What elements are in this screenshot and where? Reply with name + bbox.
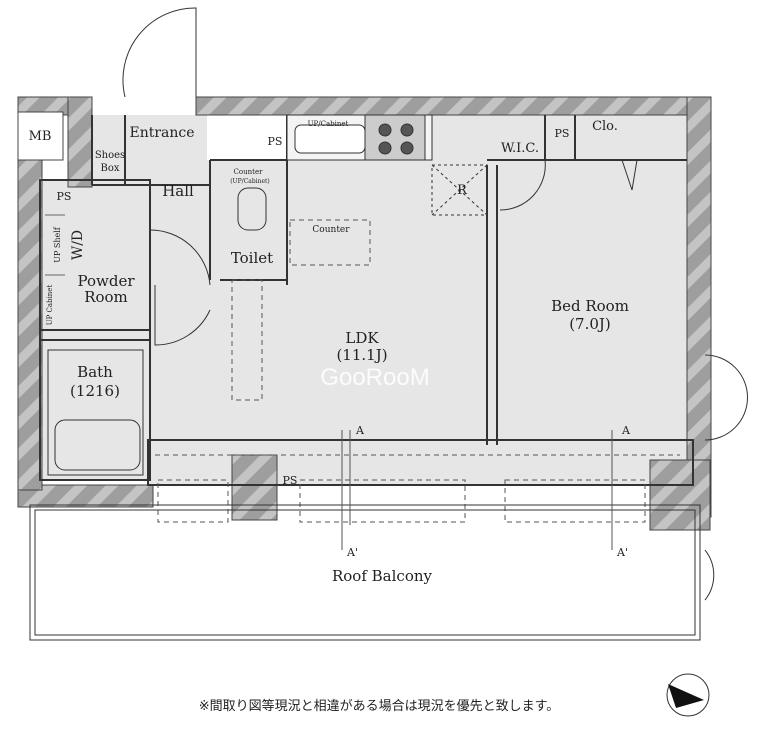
partitions <box>39 115 694 486</box>
ps-balcony-label: PS <box>283 474 298 487</box>
burner-icon <box>400 123 414 137</box>
stove <box>364 114 426 161</box>
kitchen <box>286 114 488 216</box>
bed-room-size-label: (7.0J) <box>569 315 611 333</box>
wic-label: W.I.C. <box>501 141 539 156</box>
section-lines <box>341 430 613 550</box>
shelf-lines <box>45 214 65 276</box>
mb-label: MB <box>29 129 52 144</box>
shoes-box-label-2: Box <box>100 163 119 174</box>
toilet-label: Toilet <box>231 249 273 267</box>
section-a-prime-mark: A' <box>346 546 358 559</box>
outer-walls <box>17 96 712 531</box>
up-shelf-label: UP Shelf <box>53 226 62 263</box>
compass-icon <box>666 673 710 717</box>
burner-icon <box>378 141 392 155</box>
ps-left-label: PS <box>57 190 72 203</box>
section-a-prime-mark-2: A' <box>616 546 628 559</box>
wd-label: W/D <box>70 230 86 260</box>
burner-icon <box>378 123 392 137</box>
balcony <box>29 504 701 641</box>
powder-room-label-2: Room <box>84 288 128 306</box>
ps-right-label: PS <box>555 127 570 140</box>
dashed-lines <box>155 219 680 523</box>
counter-small-label: Counter <box>234 168 264 176</box>
bath-label: Bath <box>77 363 113 381</box>
bed-room-label: Bed Room <box>551 297 629 315</box>
clo-label: Clo. <box>592 119 618 134</box>
ldk-size-label: (11.1J) <box>336 346 387 364</box>
burner-icon <box>400 141 414 155</box>
section-a-mark-2: A <box>621 424 631 437</box>
bath-size-label: (1216) <box>70 382 120 400</box>
interior-doors <box>149 159 748 601</box>
mb-box <box>17 111 64 161</box>
watermark: GooRooM <box>320 364 429 391</box>
entrance-label: Entrance <box>129 125 194 141</box>
entrance-door <box>122 7 197 98</box>
up-cabinet-label: UP/Cabinet <box>308 120 349 128</box>
up-cabinet-vertical-label: UP Cabinet <box>46 285 54 326</box>
ldk-label: LDK <box>345 329 379 347</box>
toilet-bowl-icon <box>237 187 267 231</box>
ps-top-label: PS <box>268 135 283 148</box>
bath-fixtures <box>47 187 267 476</box>
section-a-mark: A <box>355 424 365 437</box>
counter-small-sub-label: (UP/Cabinet) <box>230 178 270 185</box>
shoes-box-label: Shoes <box>95 150 125 161</box>
disclaimer-note: ※間取り図等現況と相違がある場合は現況を優先と致します。 <box>198 699 560 714</box>
counter-label: Counter <box>312 225 350 235</box>
powder-room-label: Powder <box>77 272 135 290</box>
refrigerator-label: R <box>457 183 468 198</box>
roof-balcony-label: Roof Balcony <box>332 567 433 585</box>
hall-label: Hall <box>162 182 194 200</box>
